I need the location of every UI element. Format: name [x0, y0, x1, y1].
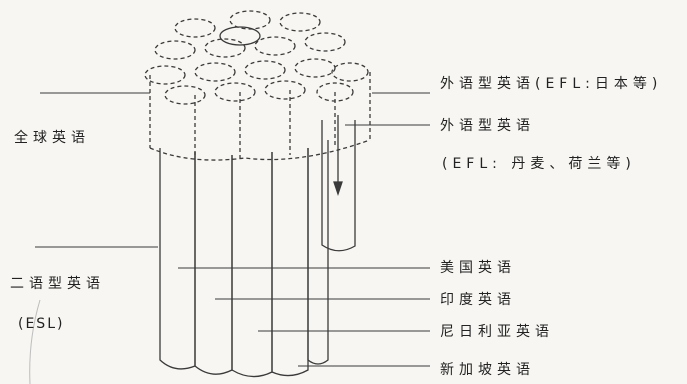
faint-left-curve	[29, 299, 41, 384]
esl-abbr-label: (ESL)	[18, 316, 65, 332]
down-arrow	[333, 115, 343, 197]
american-english-label: 美国英语	[440, 260, 516, 276]
esl-title-label: 二语型英语	[10, 276, 105, 292]
singapore-english-label: 新加坡英语	[440, 362, 535, 378]
efl-short-cylinder	[321, 120, 356, 252]
efl-other-examples-label: (EFL: 丹麦、荷兰等)	[442, 156, 636, 172]
esl-cylinders-solid	[159, 140, 329, 378]
nigerian-english-label: 尼日利亚英语	[440, 324, 554, 340]
efl-japan-label: 外语型英语(EFL:日本等)	[440, 76, 663, 92]
global-english-label: 全球英语	[14, 130, 90, 146]
efl-other-label: 外语型英语	[440, 118, 535, 134]
cylinder-top-solid	[219, 26, 261, 46]
leader-lines	[35, 92, 430, 367]
global-english-outline-dashed	[149, 72, 371, 161]
cylinder-tops-dashed	[144, 10, 369, 105]
indian-english-label: 印度英语	[440, 292, 516, 308]
